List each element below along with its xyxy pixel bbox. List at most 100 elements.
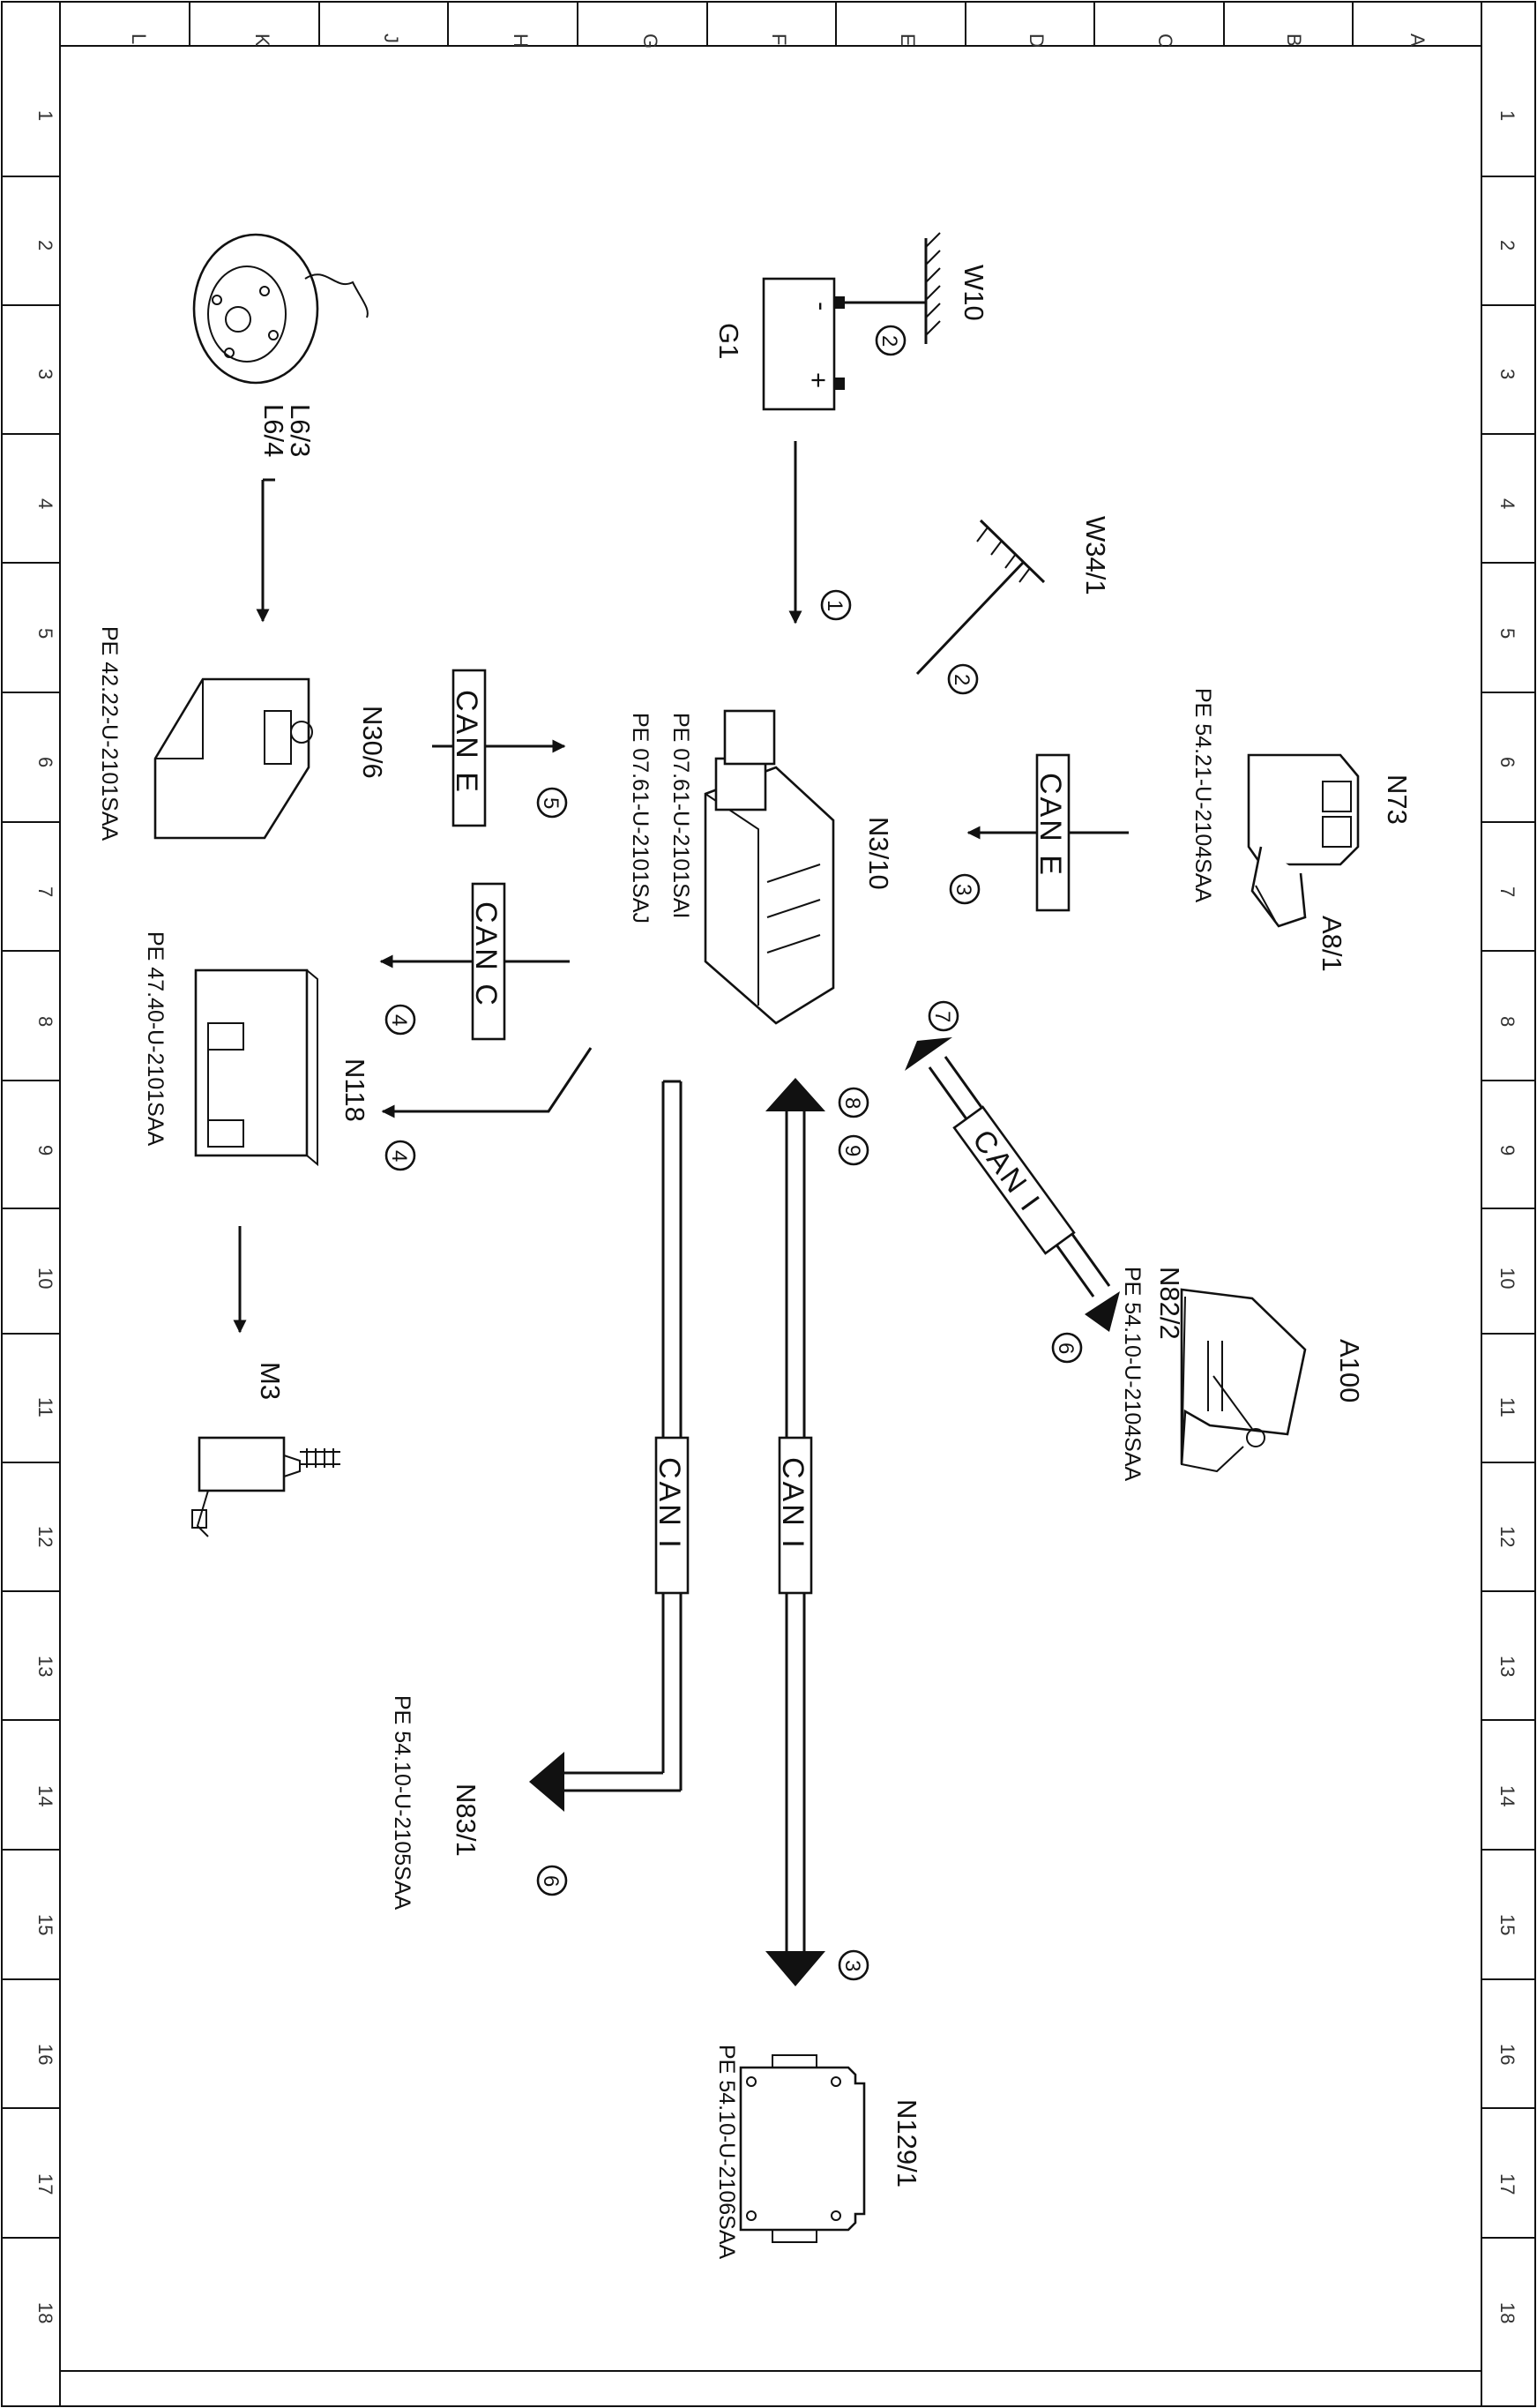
grid-rows-right: 1 2 3 4 5 6 7 8 9 10 11 12 13 14 15 16 1… [1496,110,1518,2323]
grid-row-label: 4 [1496,498,1518,509]
label-m3: M3 [255,1362,286,1400]
grid-row-label: 16 [1496,2044,1518,2065]
can-i-label-n83-1: CAN I [653,1457,686,1551]
grid-row-label: 5 [34,628,56,639]
ecu-n3-10: N3/10 PE 07.61-U-2101SAI PE 07.61-U-2101… [628,709,894,1025]
grid-row-label: 2 [34,240,56,251]
ref-n30-6: PE 42.22-U-2101SAA [97,626,122,841]
grid-rows-left: 1 2 3 4 5 6 7 8 9 10 11 12 13 14 15 16 1… [34,110,56,2323]
grid-col-label: C [1154,34,1176,48]
label-l6-4: L6/4 [258,404,289,457]
grid-col-label: G [639,34,661,49]
grid-row-label: 9 [34,1145,56,1155]
module-n30-6: N30/6 PE 42.22-U-2101SAA [97,626,388,841]
label-n3-10: N3/10 [863,817,894,890]
can-c-label: CAN C [469,901,503,1008]
grid-row-label: 3 [34,369,56,379]
label-n73: N73 [1382,774,1413,825]
grid-col-label: F [768,34,790,45]
grid-col-label: D [1026,34,1048,48]
grid-row-label: 1 [1496,110,1518,121]
grid-row-label: 14 [1496,1785,1518,1806]
can-e-label-n30-6: CAN E [450,690,483,795]
can-i-bus-a100: CAN I 7 6 [905,1000,1120,1364]
wheel-sensor-line [256,478,275,623]
grid-row-label: 2 [1496,240,1518,251]
ref-a100: PE 54.10-U-2104SAA [1120,1267,1145,1482]
grid-col-label: K [251,34,273,47]
signal-2-w10: 2 [877,335,901,347]
signal-9: 9 [840,1145,864,1156]
motor-m3: M3 [191,1226,340,1537]
can-i-label-n129-1: CAN I [776,1457,810,1551]
battery-plus-terminal: + [803,372,834,388]
ground-w34-1: W34/1 2 [915,516,1111,695]
ref-n118: PE 47.40-U-2101SAA [143,931,168,1147]
ref-n3-10-a: PE 07.61-U-2101SAI [668,713,693,918]
label-n129-1: N129/1 [892,2099,922,2187]
grid-row-ticks [2,176,1535,2239]
signal-4-a: 4 [387,1014,411,1026]
module-n129-1: N129/1 PE 54.10-U-2106SAA [714,2045,922,2260]
can-e-bus-n30-6: CAN E 5 [432,669,568,827]
can-e-label-n73: CAN E [1033,773,1067,878]
grid-row-label: 16 [34,2044,56,2065]
grid-row-label: 12 [34,1526,56,1547]
label-g1: G1 [713,323,744,359]
ref-n73: PE 54.21-U-2104SAA [1190,688,1215,903]
signal-2-w34-1: 2 [950,674,974,685]
grid-row-label: 18 [1496,2302,1518,2323]
grid-row-label: 12 [1496,1526,1518,1547]
grid-row-label: 9 [1496,1145,1518,1155]
ignition-switch-n73: N73 A8/1 PE 54.21-U-2104SAA [1190,688,1413,972]
wheel-sensor-l6: L6/3 L6/4 [192,233,369,457]
signal-6-a100: 6 [1054,1342,1078,1354]
grid-row-label: 15 [34,1914,56,1935]
grid-col-label: H [510,34,532,48]
signal-7: 7 [930,1011,954,1022]
grid-row-label: 8 [34,1016,56,1027]
label-a8-1: A8/1 [1317,916,1347,972]
grid-col-label: B [1283,34,1305,47]
ref-n83-1: PE 54.10-U-2105SAA [390,1695,414,1911]
signal-3-n73: 3 [951,884,975,895]
can-c-bus-n118: CAN C 4 [379,882,570,1041]
signal-6-n83-1: 6 [539,1875,563,1887]
grid-row-label: 18 [34,2302,56,2323]
grid-row-label: 1 [34,110,56,121]
grid-row-label: 5 [1496,628,1518,639]
signal-4-b: 4 [387,1150,411,1162]
module-a100: A100 N82/2 PE 54.10-U-2104SAA [1120,1267,1365,1482]
grid-row-label: 17 [1496,2173,1518,2195]
label-n83-1: N83/1 [451,1784,481,1857]
grid-row-label: 10 [1496,1268,1518,1289]
module-n118: N118 PE 47.40-U-2101SAA [143,931,370,1167]
grid-row-label: 6 [34,757,56,767]
grid-col-label: L [128,34,150,44]
grid-row-label: 7 [1496,886,1518,897]
grid-col-label: A [1406,34,1429,47]
label-w10: W10 [959,265,989,321]
grid-row-label: 4 [34,498,56,509]
grid-row-label: 8 [1496,1016,1518,1027]
grid-row-label: 7 [34,886,56,897]
grid-col-label: J [380,34,402,43]
ground-w10: W10 2 [845,232,989,356]
ref-n129-1: PE 54.10-U-2106SAA [714,2045,739,2260]
grid-row-label: 3 [1496,369,1518,379]
grid-row-label: 15 [1496,1914,1518,1935]
label-a100: A100 [1334,1339,1365,1402]
grid-row-label: 10 [34,1268,56,1289]
n118-line-b: 4 [381,1047,593,1171]
signal-8: 8 [840,1097,864,1109]
signal-5: 5 [539,797,563,809]
label-n82-2: N82/2 [1154,1267,1185,1340]
grid-columns: L K J H G F E D C B A [128,2,1429,49]
grid-row-label: 11 [1496,1397,1518,1417]
label-n118: N118 [339,1058,370,1122]
grid-row-label: 17 [34,2173,56,2195]
battery-minus-terminal: - [807,302,838,310]
label-w34-1: W34/1 [1080,516,1111,595]
grid-row-label: 14 [34,1785,56,1806]
